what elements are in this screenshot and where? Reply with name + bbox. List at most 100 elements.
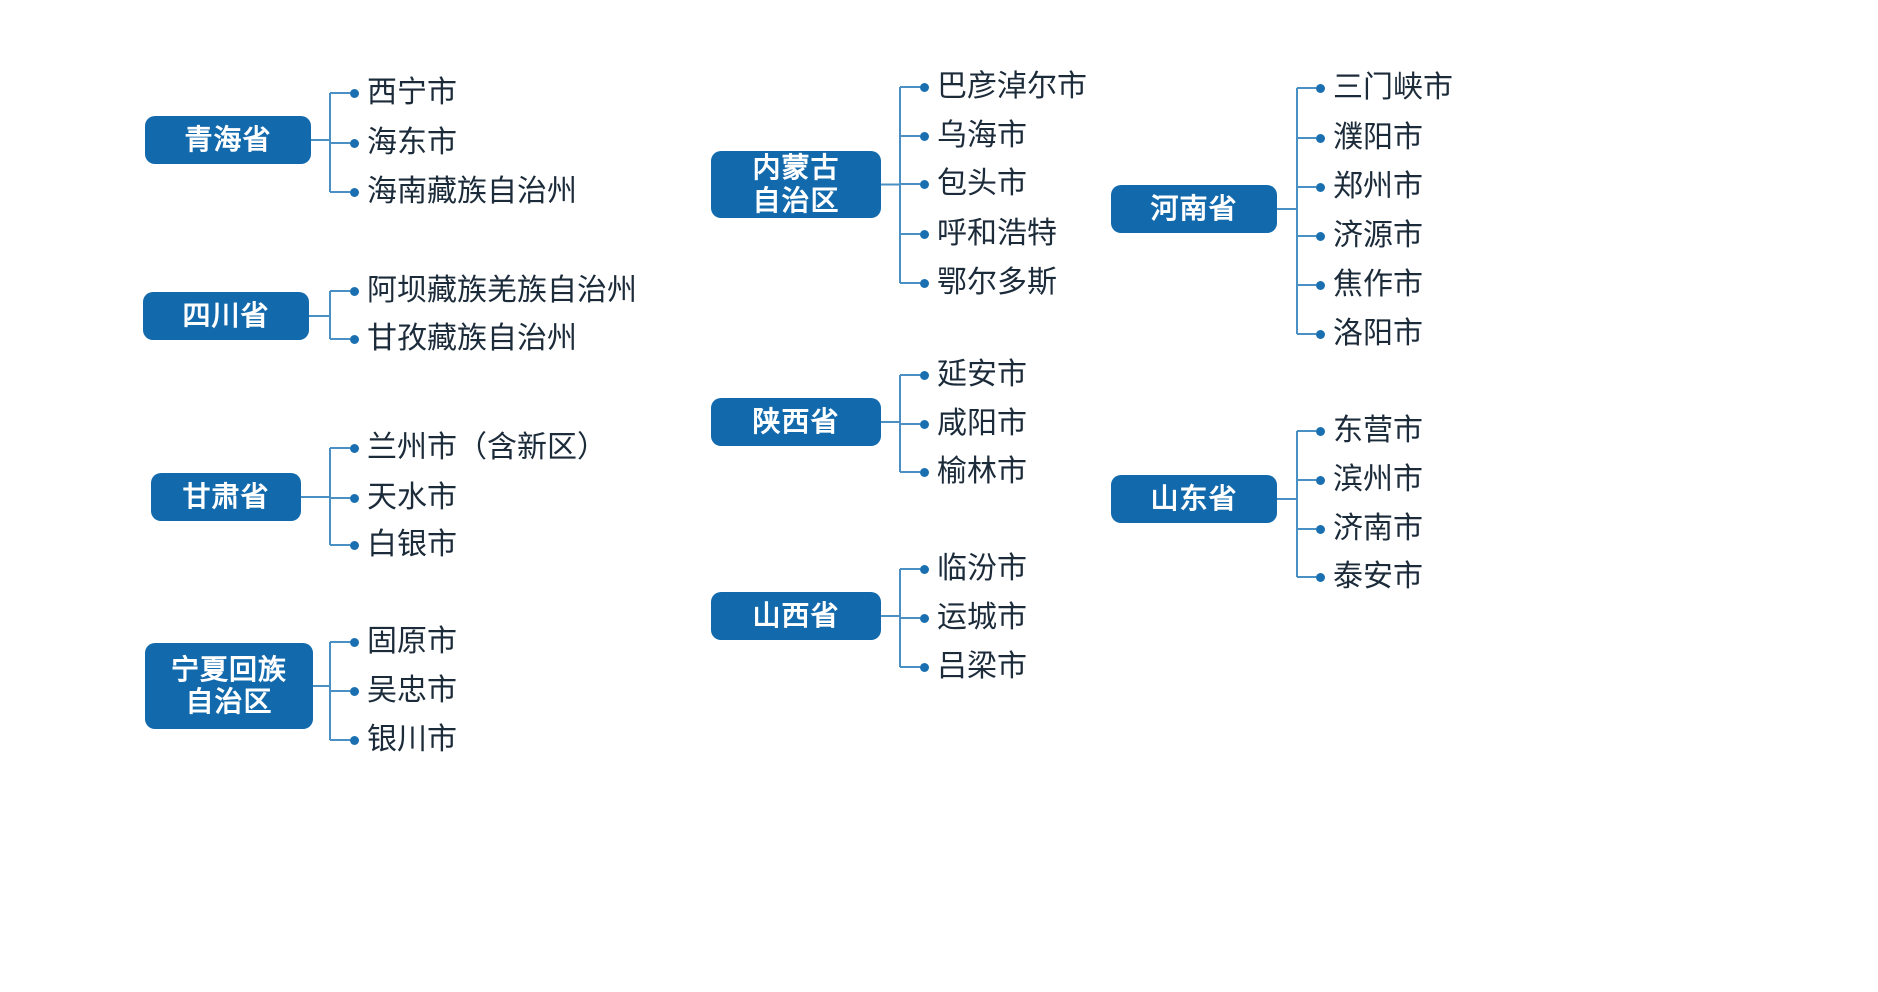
child-label: 银川市 [367,722,457,757]
child-label: 滨州市 [1333,462,1423,497]
child-bullet-icon [1316,231,1325,241]
child-item-gansu-0[interactable]: 兰州市（含新区） [350,431,607,465]
child-item-ningxia-1[interactable]: 吴忠市 [350,674,457,708]
child-item-shandong-0[interactable]: 东营市 [1316,414,1423,448]
child-label: 包头市 [937,166,1027,201]
child-label: 吴忠市 [367,673,457,708]
child-bullet-icon [1316,133,1325,143]
child-bullet-icon [920,278,929,288]
node-box-label-qinghai: 青海省 [184,122,272,156]
child-label: 济南市 [1333,511,1423,546]
child-item-henan-3[interactable]: 济源市 [1316,219,1423,253]
node-box-ningxia[interactable]: 宁夏回族 自治区 [145,643,313,729]
node-box-label-ningxia: 宁夏回族 自治区 [170,652,287,718]
child-item-shandong-1[interactable]: 滨州市 [1316,463,1423,497]
child-label: 巴彦淖尔市 [937,69,1087,104]
child-item-shandong-3[interactable]: 泰安市 [1316,560,1423,594]
node-box-henan[interactable]: 河南省 [1111,185,1277,233]
child-label: 郑州市 [1333,169,1423,204]
child-item-henan-1[interactable]: 濮阳市 [1316,121,1423,155]
node-box-shandong[interactable]: 山东省 [1111,475,1277,523]
child-bullet-icon [350,637,359,647]
child-item-shanxi-1[interactable]: 运城市 [920,601,1027,635]
child-bullet-icon [1316,182,1325,192]
child-item-neimenggu-0[interactable]: 巴彦淖尔市 [920,70,1087,104]
child-bullet-icon [920,179,929,189]
node-box-label-shandong: 山东省 [1150,481,1238,515]
child-item-shanxi-0[interactable]: 临汾市 [920,552,1027,586]
node-box-shaanxi[interactable]: 陕西省 [711,398,881,446]
child-label: 洛阳市 [1333,316,1423,351]
child-bullet-icon [350,88,359,98]
child-item-shaanxi-1[interactable]: 咸阳市 [920,407,1027,441]
child-bullet-icon [920,229,929,239]
node-box-sichuan[interactable]: 四川省 [143,292,309,340]
child-bullet-icon [1316,280,1325,290]
child-label: 阿坝藏族羌族自治州 [367,273,637,308]
connector-lines-henan [1277,87,1316,335]
child-label: 咸阳市 [937,406,1027,441]
child-item-neimenggu-3[interactable]: 呼和浩特 [920,217,1057,251]
node-box-shanxi[interactable]: 山西省 [711,592,881,640]
child-bullet-icon [350,443,359,453]
child-item-gansu-2[interactable]: 白银市 [350,528,457,562]
child-item-neimenggu-4[interactable]: 鄂尔多斯 [920,266,1057,300]
child-item-henan-5[interactable]: 洛阳市 [1316,317,1423,351]
child-item-henan-2[interactable]: 郑州市 [1316,170,1423,204]
child-item-sichuan-1[interactable]: 甘孜藏族自治州 [350,322,577,356]
child-item-neimenggu-1[interactable]: 乌海市 [920,119,1027,153]
child-bullet-icon [350,138,359,148]
child-label: 延安市 [937,357,1027,392]
child-bullet-icon [920,564,929,574]
node-box-label-shanxi: 山西省 [752,598,840,632]
child-bullet-icon [350,686,359,696]
child-label: 榆林市 [937,454,1027,489]
child-label: 白银市 [367,527,457,562]
child-label: 吕梁市 [937,649,1027,684]
child-item-sichuan-0[interactable]: 阿坝藏族羌族自治州 [350,274,637,308]
child-label: 东营市 [1333,413,1423,448]
child-label: 天水市 [367,480,457,515]
node-box-label-sichuan: 四川省 [182,298,270,332]
child-bullet-icon [1316,426,1325,436]
child-label: 固原市 [367,624,457,659]
node-box-label-gansu: 甘肃省 [182,479,270,513]
child-item-ningxia-2[interactable]: 银川市 [350,723,457,757]
child-item-qinghai-1[interactable]: 海东市 [350,126,457,160]
child-bullet-icon [920,662,929,672]
child-item-ningxia-0[interactable]: 固原市 [350,625,457,659]
node-box-label-neimenggu: 内蒙古 自治区 [752,151,840,217]
child-label: 运城市 [937,600,1027,635]
child-item-henan-0[interactable]: 三门峡市 [1316,71,1453,105]
child-bullet-icon [920,370,929,380]
child-item-qinghai-2[interactable]: 海南藏族自治州 [350,175,577,209]
child-label: 鄂尔多斯 [937,265,1057,300]
child-label: 海南藏族自治州 [367,174,577,209]
child-item-shanxi-2[interactable]: 吕梁市 [920,650,1027,684]
node-box-neimenggu[interactable]: 内蒙古 自治区 [711,151,881,218]
child-item-shandong-2[interactable]: 济南市 [1316,512,1423,546]
child-item-shaanxi-2[interactable]: 榆林市 [920,455,1027,489]
child-bullet-icon [350,286,359,296]
child-item-qinghai-0[interactable]: 西宁市 [350,76,457,110]
child-item-shaanxi-0[interactable]: 延安市 [920,358,1027,392]
child-item-henan-4[interactable]: 焦作市 [1316,268,1423,302]
child-label: 临汾市 [937,551,1027,586]
node-box-gansu[interactable]: 甘肃省 [151,473,301,521]
child-label: 甘孜藏族自治州 [367,321,577,356]
child-label: 濮阳市 [1333,120,1423,155]
child-item-gansu-1[interactable]: 天水市 [350,481,457,515]
child-label: 乌海市 [937,118,1027,153]
node-box-label-henan: 河南省 [1150,191,1238,225]
child-label: 焦作市 [1333,267,1423,302]
child-label: 济源市 [1333,218,1423,253]
child-bullet-icon [350,187,359,197]
child-bullet-icon [1316,524,1325,534]
child-item-neimenggu-2[interactable]: 包头市 [920,167,1027,201]
child-label: 三门峡市 [1333,70,1453,105]
child-bullet-icon [350,493,359,503]
child-label: 兰州市（含新区） [367,430,607,465]
child-bullet-icon [350,735,359,745]
node-box-qinghai[interactable]: 青海省 [145,116,311,164]
